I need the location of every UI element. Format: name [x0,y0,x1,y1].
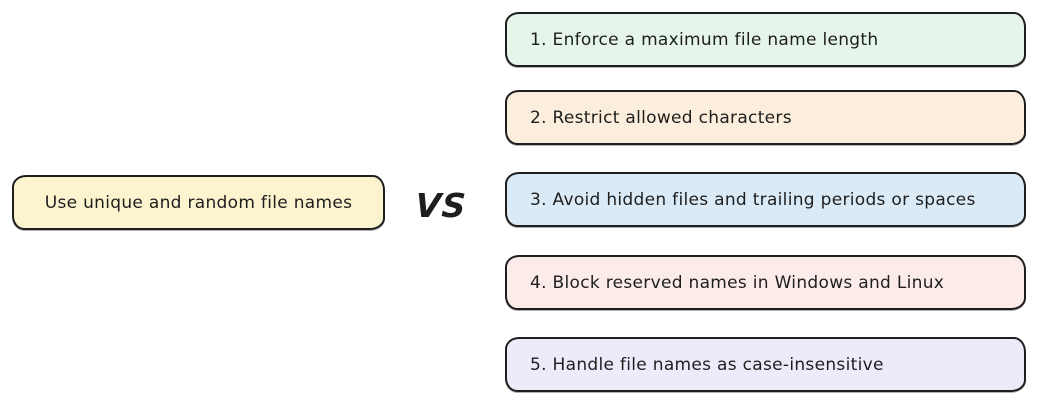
rule-box-2: 2. Restrict allowed characters [505,90,1026,145]
rule-box-5: 5. Handle file names as case-insensitive [505,337,1026,392]
rule-box-label: 2. Restrict allowed characters [530,107,792,128]
claim-box: Use unique and random file names [12,175,385,230]
claim-box-label: Use unique and random file names [44,192,353,213]
rule-box-1: 1. Enforce a maximum file name length [505,12,1026,67]
rule-box-label: 3. Avoid hidden files and trailing perio… [530,189,976,210]
rule-box-3: 3. Avoid hidden files and trailing perio… [505,172,1026,227]
rule-box-label: 4. Block reserved names in Windows and L… [530,272,945,293]
rule-box-label: 5. Handle file names as case-insensitive [530,354,884,375]
rule-box-4: 4. Block reserved names in Windows and L… [505,255,1026,310]
vs-label: VS [413,185,469,225]
rule-box-label: 1. Enforce a maximum file name length [530,29,879,50]
